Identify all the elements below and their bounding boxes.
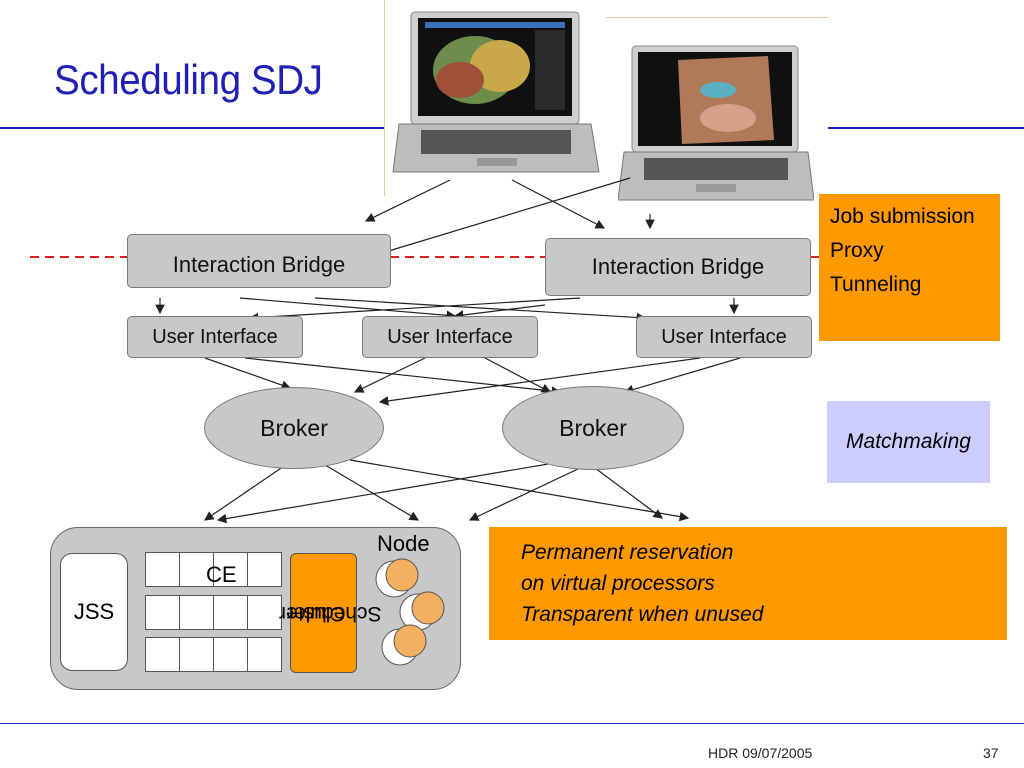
interaction-bridge-label: Interaction Bridge [172, 252, 346, 277]
title-rule-left [0, 127, 384, 129]
user-interface-box: User Interface [127, 316, 303, 358]
broker-label: Broker [260, 414, 328, 441]
matchmaking-label: Matchmaking [846, 430, 971, 453]
footer-date: HDR 09/07/2005 [708, 745, 813, 761]
user-interface-label: User Interface [152, 325, 278, 348]
jss-label: JSS [73, 599, 115, 624]
user-interface-label: User Interface [387, 325, 513, 348]
laptop-image-right [617, 40, 815, 212]
node-disk-icon [375, 558, 445, 666]
reservation-line: on virtual processors [521, 572, 715, 595]
matchmaking-box: Matchmaking [827, 401, 990, 483]
laptop-image-border [606, 17, 828, 18]
reservation-line: Transparent when unused [521, 603, 764, 626]
interaction-bridge-label: Interaction Bridge [591, 254, 765, 279]
ce-label: CE [206, 562, 237, 587]
interaction-bridge-left: Interaction Bridge [127, 234, 391, 288]
node-label: Node [377, 531, 430, 556]
ce-grid [145, 552, 282, 672]
laptop-icon [617, 45, 815, 201]
cluster-scheduler-box: Cluster Scheduler [279, 553, 382, 673]
page-number: 37 [983, 745, 999, 761]
bridge-role-box: Job submission Proxy Tunneling [819, 194, 1000, 341]
user-interface-label: User Interface [661, 325, 787, 348]
broker-left: Broker [204, 387, 384, 469]
jss-box: JSS [60, 553, 128, 671]
broker-right: Broker [502, 386, 684, 470]
interaction-bridge-right: Interaction Bridge [545, 238, 811, 296]
reservation-line: Permanent reservation [521, 541, 734, 564]
cluster-scheduler-line2: Scheduler [287, 602, 382, 625]
bridge-role-item: Tunneling [830, 273, 922, 296]
bridge-role-item: Proxy [830, 239, 884, 262]
laptop-image-left [384, 0, 607, 196]
user-interface-box: User Interface [636, 316, 812, 358]
slide-title: Scheduling SDJ [54, 56, 323, 103]
reservation-box: Permanent reservation on virtual process… [489, 527, 1007, 640]
laptop-icon [392, 11, 600, 173]
footer-rule [0, 723, 1024, 724]
bridge-role-item: Job submission [830, 205, 975, 228]
broker-label: Broker [559, 414, 627, 441]
title-rule-right [828, 127, 1024, 129]
user-interface-box: User Interface [362, 316, 538, 358]
